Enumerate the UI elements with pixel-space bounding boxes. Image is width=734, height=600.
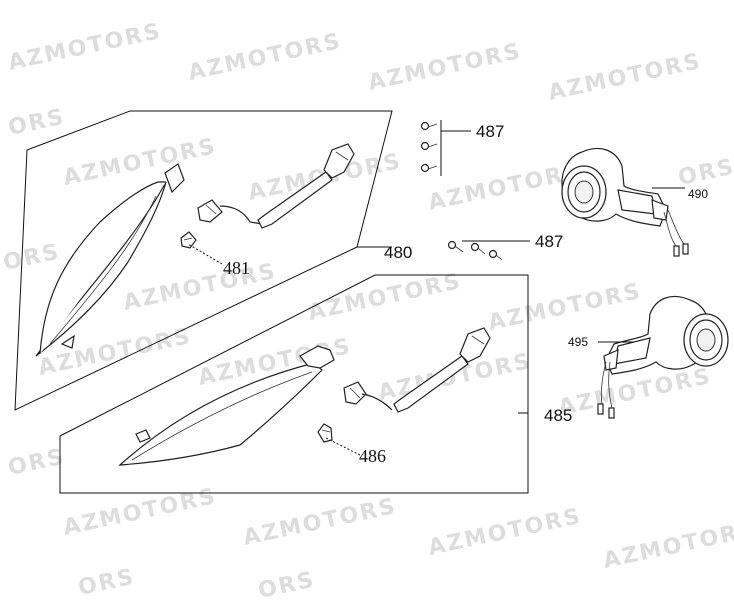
leader-lines [187,243,528,456]
watermark-layer: AZMOTORS AZMOTORS AZMOTORS AZMOTORS ORS … [1,19,734,600]
assembly-485 [59,274,529,494]
indicator-lens-upper [35,163,185,357]
callout-487-upper: 487 [476,122,504,141]
socket-wire-upper [197,143,355,229]
callouts: 487 487 490 480 481 485 486 495 [223,122,708,466]
watermark-partial: ORS [1,239,62,275]
rear-indicator-490 [561,147,689,257]
watermark-partial: ORS [6,104,67,140]
socket-wire-lower [343,327,491,413]
watermark-partial: ORS [76,564,137,600]
screw [488,249,503,261]
watermark-partial: ORS [676,154,734,190]
callout-480: 480 [384,243,412,262]
bulb-486 [317,423,333,443]
watermark: AZMOTORS [601,517,734,574]
watermark: AZMOTORS [121,259,279,316]
indicator-lens-lower [118,345,335,466]
bulb-481 [180,231,197,249]
watermark: AZMOTORS [486,279,644,336]
watermark: AZMOTORS [426,159,584,216]
screw [447,240,464,253]
watermark: AZMOTORS [241,494,399,551]
callout-490: 490 [688,187,708,201]
watermark: AZMOTORS [426,504,584,561]
screws-487-upper [420,120,471,176]
watermark: AZMOTORS [6,19,164,76]
screw [470,242,486,255]
screw [420,141,438,151]
watermark: AZMOTORS [376,349,534,406]
watermark: AZMOTORS [186,29,344,86]
assembly-485-frame [59,274,529,494]
watermark-partial: ORS [256,567,317,600]
watermark: AZMOTORS [306,269,464,326]
screws-487-lower [447,240,530,261]
screw [420,163,438,173]
callout-487-lower: 487 [535,232,563,251]
callout-486: 486 [359,446,386,466]
watermark: AZMOTORS [556,364,714,421]
callout-495: 495 [568,335,588,349]
callout-481: 481 [223,258,250,278]
watermark: AZMOTORS [366,39,524,96]
watermark: AZMOTORS [546,49,704,106]
assembly-480-frame [14,110,393,411]
watermark: AZMOTORS [61,134,219,191]
assembly-480 [14,110,393,411]
callout-485: 485 [544,406,572,425]
rear-indicator-495 [597,295,729,419]
watermark-partial: ORS [6,444,67,480]
screw [420,121,438,131]
